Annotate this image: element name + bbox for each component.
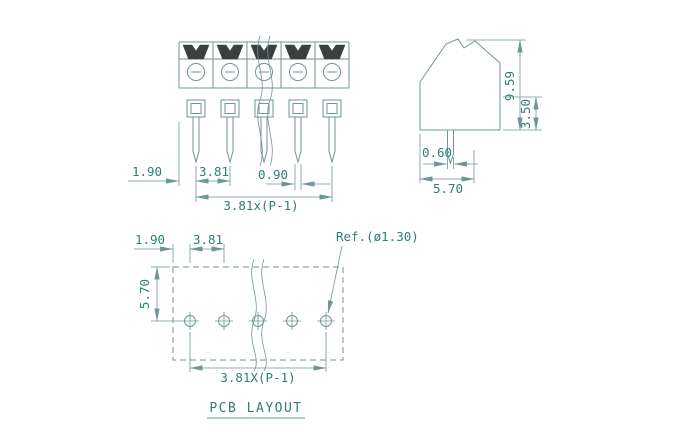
- solder-pad: [288, 99, 308, 118]
- terminal-cell: [250, 44, 278, 81]
- dim-pitch-label: 3.81: [199, 164, 229, 179]
- terminal-cell: [284, 44, 312, 81]
- pcb-hole: [180, 311, 200, 331]
- leader-line: [327, 245, 343, 314]
- side-body-outline: [419, 38, 501, 131]
- pcb-dim-pitch-label: 3.81: [193, 232, 223, 247]
- solder-pad: [322, 99, 342, 118]
- pin: [192, 116, 200, 163]
- break-line: [257, 35, 263, 167]
- pin: [328, 116, 336, 163]
- pcb-hole: [282, 311, 302, 331]
- dim-pin-length-label: 3.50: [518, 99, 533, 129]
- pin: [226, 116, 234, 163]
- terminal-cell: [216, 44, 244, 81]
- dim-pin-width-label: 0.90: [258, 167, 288, 182]
- dim-span-label: 3.81x(P-1): [223, 198, 298, 213]
- pcb-layout-caption: PCB LAYOUT: [209, 401, 302, 416]
- break-line: [267, 35, 273, 167]
- dim-pin-thickness-label: 0.60: [422, 145, 452, 160]
- break-line: [261, 258, 267, 372]
- pcb-dim-edge-offset-label: 1.90: [135, 232, 165, 247]
- pcb-dim-row-offset-label: 5.70: [137, 279, 152, 309]
- side-view: 9.59 3.50 0.60 5.70: [419, 38, 542, 196]
- pcb-layout: 1.90 3.81 5.70 Ref.(ø1.30) 3.81X(P-1) PC…: [134, 229, 419, 419]
- hole-ref-label: Ref.(ø1.30): [336, 229, 419, 244]
- solder-pad: [186, 99, 206, 118]
- pcb-dim-span-label: 3.81X(P-1): [220, 370, 295, 385]
- pcb-hole: [214, 311, 234, 331]
- pin: [294, 116, 302, 163]
- side-pin: [447, 130, 454, 165]
- break-line: [251, 258, 257, 372]
- pcb-hole: [316, 311, 336, 331]
- dim-height-label: 9.59: [502, 71, 517, 101]
- front-view: [178, 35, 350, 167]
- terminal-cell: [318, 44, 346, 81]
- front-body-outline: [178, 41, 350, 89]
- solder-pad: [220, 99, 240, 118]
- front-dimensions: 1.90 3.81 0.90 3.81x(P-1): [128, 122, 333, 213]
- dim-edge-offset-label: 1.90: [132, 164, 162, 179]
- terminal-cell: [182, 44, 210, 81]
- pcb-outline: [172, 266, 344, 361]
- dim-depth-label: 5.70: [433, 181, 463, 196]
